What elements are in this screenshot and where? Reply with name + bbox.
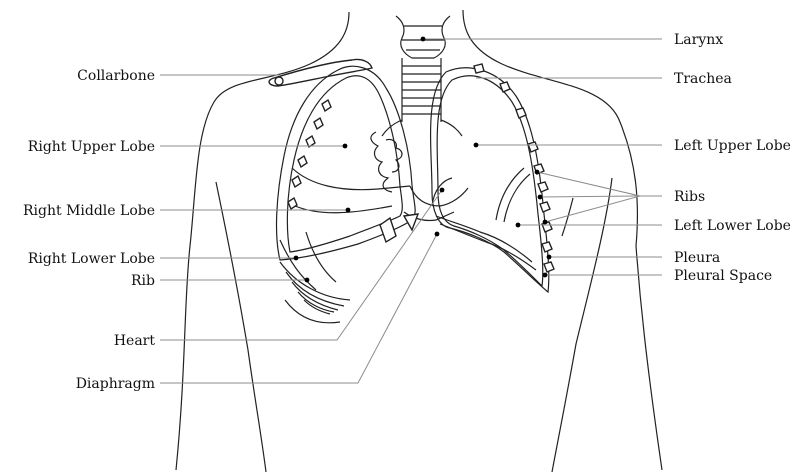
heart-diaphragm-shape [380,178,536,270]
heart-leader [160,190,442,340]
right-lung-shape [277,66,416,314]
label-diaphragm: Diaphragm [76,376,155,392]
larynx-trachea-shape [382,16,462,136]
larynx-dot [421,37,426,42]
right-lower-lobe-dot [294,256,299,261]
label-right-lower-lobe: Right Lower Lobe [28,251,155,267]
label-collarbone: Collarbone [77,68,155,84]
label-pleural-space: Pleural Space [674,268,772,284]
left-upper-lobe-dot [474,143,479,148]
label-left-lower-lobe: Left Lower Lobe [674,218,791,234]
labels: Larynx Trachea Collarbone Right Upper Lo… [23,32,791,392]
ribs-leader-1 [537,172,662,196]
label-larynx: Larynx [674,32,723,48]
torso-outline [176,10,662,472]
label-heart: Heart [114,333,156,349]
pleural-space-dot [543,273,548,278]
left-lower-lobe-dot [516,223,521,228]
rib-dot-2 [538,195,543,200]
rib-dot [305,278,310,283]
label-pleura: Pleura [674,250,720,266]
rib-dot-1 [535,170,540,175]
heart-dot [440,188,445,193]
diaphragm-dot [435,232,440,237]
label-ribs: Ribs [674,189,705,205]
ribs-leader-3 [545,196,640,222]
right-middle-lobe-dot [346,208,351,213]
ribs-leader-2 [540,196,640,197]
left-lung-shape [431,64,554,292]
pleura-dot [547,255,552,260]
label-right-middle-lobe: Right Middle Lobe [23,203,155,219]
label-rib: Rib [131,273,155,289]
label-right-upper-lobe: Right Upper Lobe [28,139,155,155]
rib-dot-3 [543,220,548,225]
label-left-upper-lobe: Left Upper Lobe [674,138,791,154]
right-upper-lobe-dot [343,144,348,149]
label-trachea: Trachea [674,71,732,87]
